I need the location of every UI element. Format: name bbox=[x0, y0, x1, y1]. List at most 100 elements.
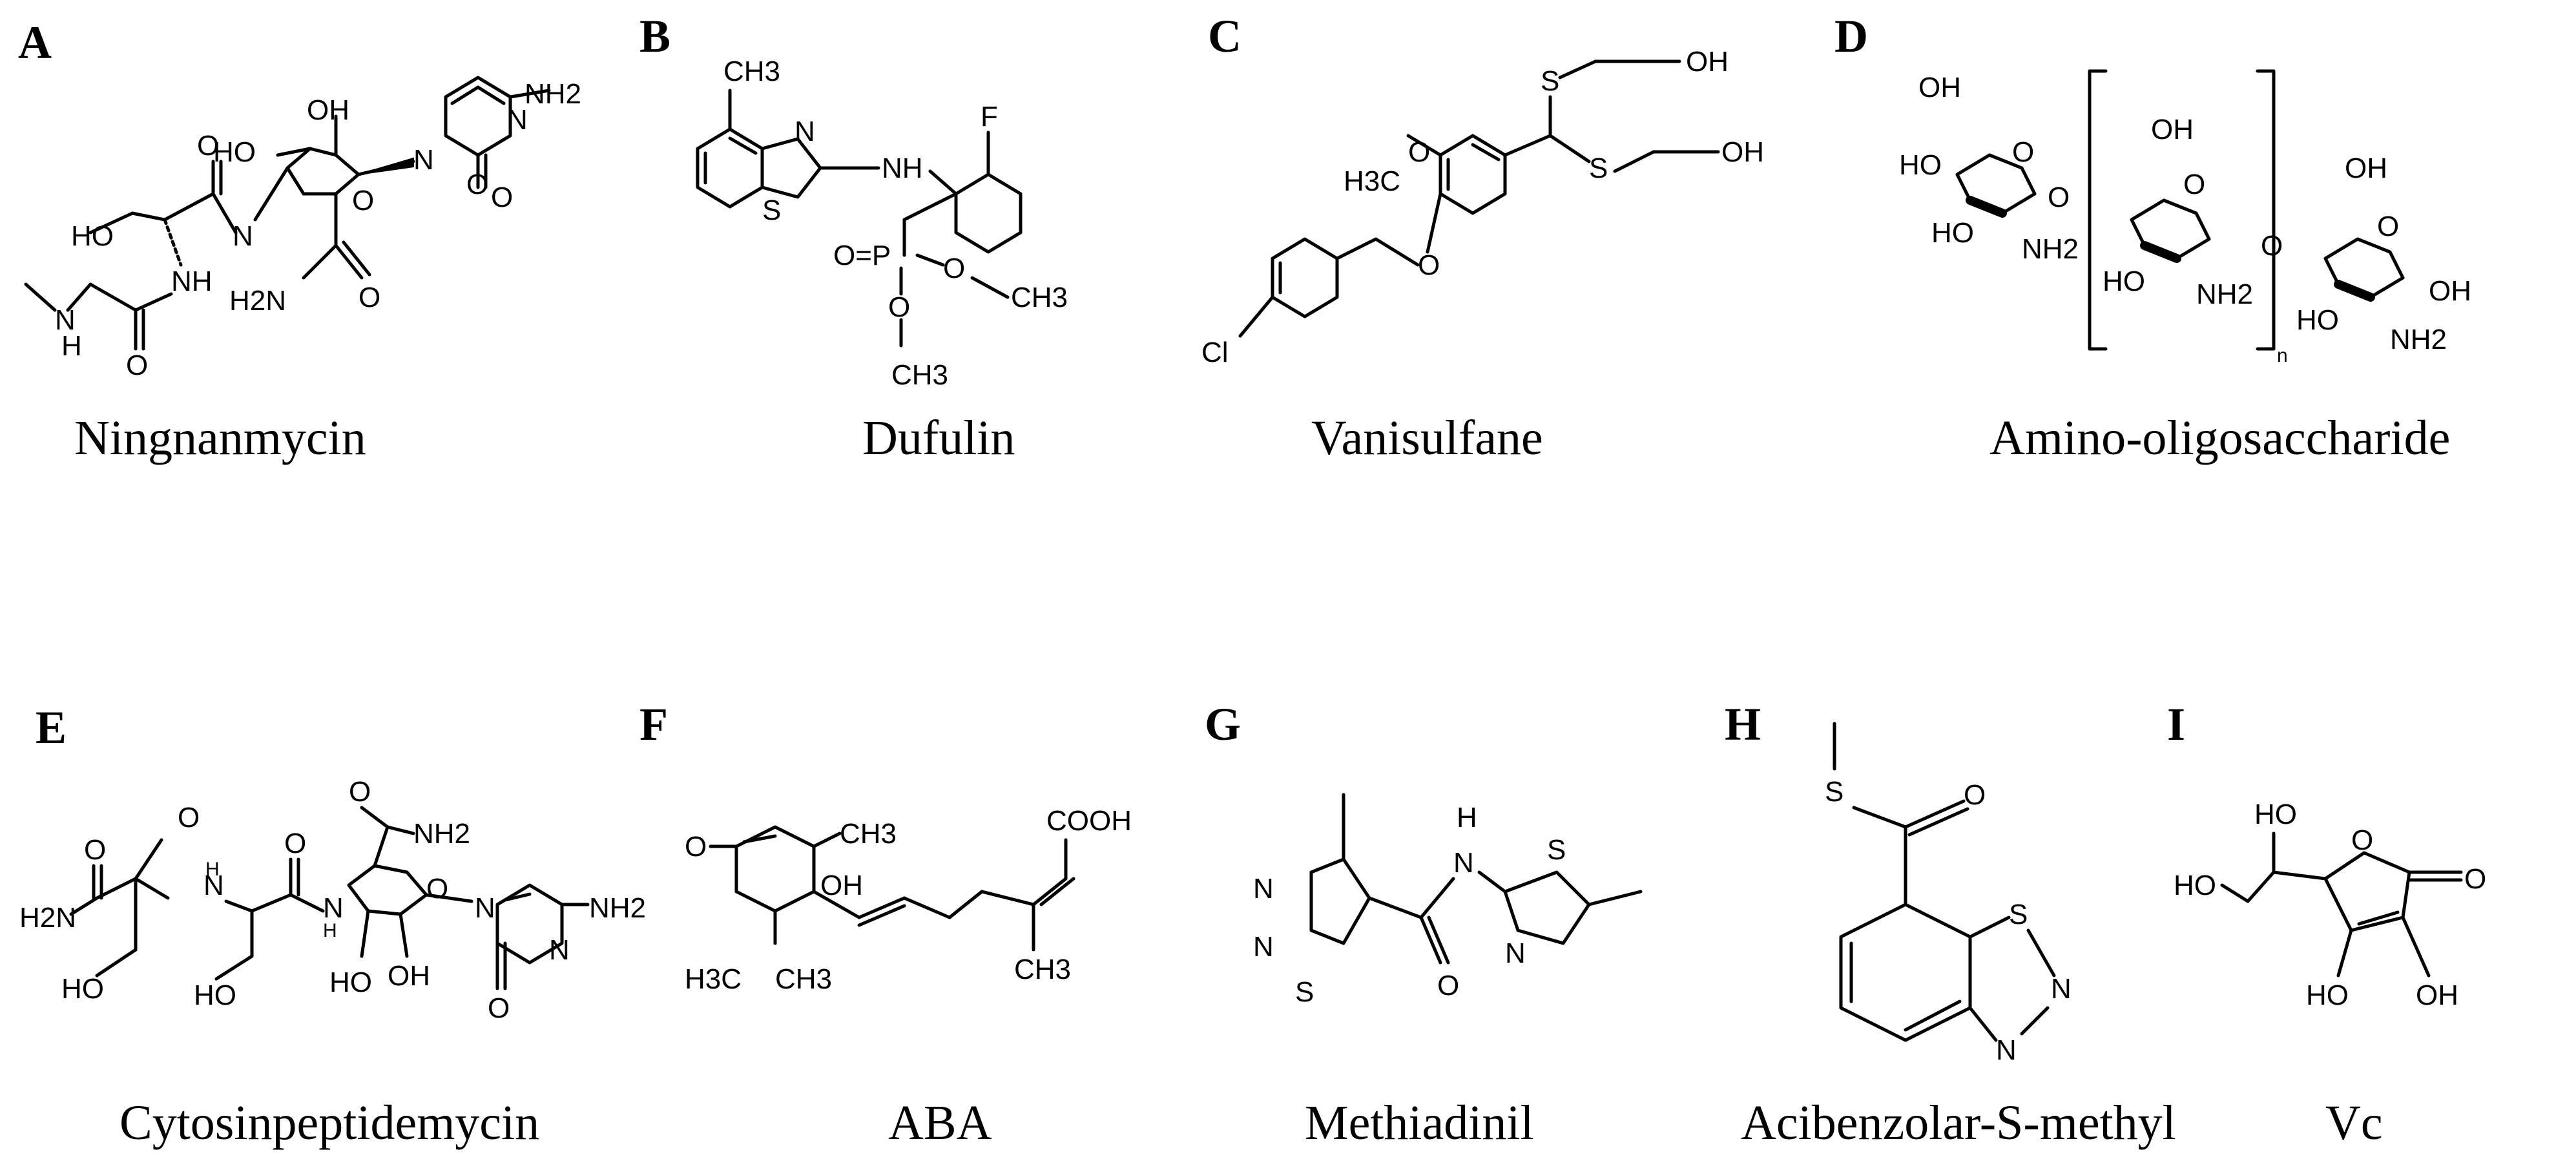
compound-name: Cytosinpeptidemycin bbox=[119, 1096, 540, 1150]
panel-letter: B bbox=[639, 10, 671, 62]
compound-name: Ningnanmycin bbox=[74, 411, 366, 465]
lactone-ring bbox=[2323, 851, 2411, 932]
atom-label: OH bbox=[1686, 46, 1729, 78]
atom-label: OH bbox=[2345, 152, 2387, 184]
atom-label: OH bbox=[307, 94, 349, 126]
atom-label: HO bbox=[1931, 217, 1974, 249]
atom-label: O bbox=[352, 185, 374, 216]
atom-label: HO bbox=[2306, 979, 2349, 1011]
atom-label: OH bbox=[820, 870, 863, 901]
panel-letter: F bbox=[639, 698, 668, 750]
atom-label: Cl bbox=[1201, 337, 1229, 368]
atom-label: NH bbox=[882, 152, 923, 184]
atom-label: NH2 bbox=[589, 892, 646, 924]
atom-label: O bbox=[2012, 136, 2034, 168]
vanisulfane-structure: S OH S OH H3C O O Cl bbox=[1201, 46, 1764, 368]
atom-label: H2N bbox=[229, 285, 286, 317]
atom-label: HO bbox=[194, 979, 236, 1011]
atom-label: OH bbox=[2151, 114, 2194, 145]
ningnanmycin-structure: NH2 OH HO N N O O O H2N O N O bbox=[24, 76, 581, 381]
methiadinil-structure: N N S O H N S N bbox=[1253, 793, 1643, 1008]
compound-name: Methiadinil bbox=[1305, 1096, 1534, 1150]
atom-label: N bbox=[2051, 973, 2072, 1005]
atom-label: S bbox=[1547, 834, 1566, 866]
compound-name: ABA bbox=[888, 1096, 992, 1150]
atom-label: HO bbox=[2174, 870, 2216, 901]
atom-label: n bbox=[2277, 345, 2288, 366]
atom-label: O bbox=[2048, 182, 2070, 213]
atom-label: O bbox=[1408, 136, 1430, 168]
atom-label: CH3 bbox=[840, 818, 897, 850]
atom-label: O bbox=[2261, 230, 2283, 262]
atom-label: H bbox=[205, 859, 220, 880]
atom-label: O bbox=[126, 350, 148, 381]
compound-name: Acibenzolar-S-methyl bbox=[1741, 1096, 2176, 1150]
atom-label: O bbox=[1437, 970, 1459, 1001]
atom-label: H bbox=[61, 330, 82, 362]
compound-name: Amino-oligosaccharide bbox=[1989, 411, 2451, 465]
atom-label: CH3 bbox=[775, 963, 832, 995]
atom-label: O bbox=[2464, 863, 2486, 895]
atom-label: N bbox=[233, 220, 253, 252]
atom-label: O bbox=[358, 282, 380, 313]
compound-name: Dufulin bbox=[862, 411, 1015, 465]
atom-label: N bbox=[413, 144, 434, 176]
acibenzolar-s-methyl-structure: S O S N N bbox=[1825, 722, 2072, 1066]
atom-label: HO bbox=[2254, 799, 2297, 830]
atom-label: N bbox=[507, 104, 528, 136]
atom-label: NH bbox=[171, 266, 213, 297]
atom-label: S bbox=[762, 194, 781, 226]
atom-label: S bbox=[1589, 152, 1608, 184]
atom-label: S bbox=[2009, 899, 2028, 930]
panel-letter: A bbox=[18, 17, 52, 68]
cytosinpeptidemycin-structure: O O H2N HO N H HO O N H bbox=[19, 776, 646, 1024]
atom-label: O bbox=[943, 253, 965, 284]
atom-label: N bbox=[549, 934, 570, 966]
atom-label: H bbox=[323, 920, 337, 941]
atom-label: O bbox=[426, 873, 448, 905]
panel-letter: I bbox=[2167, 698, 2186, 750]
atom-label: HO bbox=[329, 967, 372, 998]
atom-label: O bbox=[2183, 169, 2205, 200]
atom-label: O bbox=[197, 130, 219, 162]
atom-label: O bbox=[466, 169, 488, 200]
thiadiazole-ring bbox=[1309, 857, 1371, 945]
atom-label: N bbox=[203, 870, 224, 901]
thiazole-ring bbox=[1503, 870, 1591, 945]
atom-label: CH3 bbox=[1011, 282, 1068, 313]
panel-letter: E bbox=[36, 702, 67, 753]
atom-label: N bbox=[55, 304, 76, 336]
atom-label: O bbox=[491, 182, 513, 213]
atom-label: S bbox=[1825, 776, 1844, 808]
atom-label: N bbox=[323, 892, 344, 924]
atom-label: CH3 bbox=[891, 359, 948, 391]
atom-label: HO bbox=[61, 973, 104, 1005]
atom-label: O bbox=[284, 828, 306, 859]
atom-label: NH2 bbox=[413, 818, 470, 850]
atom-label: H2N bbox=[19, 902, 76, 934]
atom-label: OH bbox=[1918, 72, 1961, 103]
panel-letter: C bbox=[1208, 10, 1241, 62]
atom-label: S bbox=[1541, 65, 1559, 97]
dufulin-structure: CH3 N S NH F O=P O CH3 O CH3 bbox=[696, 56, 1068, 391]
compound-name: Vanisulfane bbox=[1311, 411, 1543, 465]
atom-label: O bbox=[349, 776, 371, 808]
atom-label: F bbox=[981, 101, 998, 132]
atom-label: CH3 bbox=[1014, 954, 1071, 985]
atom-label: O=P bbox=[833, 240, 891, 271]
panel-letter: H bbox=[1725, 698, 1761, 750]
atom-label: H3C bbox=[1344, 165, 1400, 197]
atom-label: OH bbox=[1721, 136, 1764, 168]
atom-label: CH3 bbox=[723, 56, 780, 87]
atom-label: N bbox=[1996, 1034, 2017, 1066]
atom-label: O bbox=[488, 992, 510, 1024]
atom-label: N bbox=[795, 116, 815, 147]
pyrimidine-ring bbox=[444, 76, 512, 157]
atom-label: H bbox=[1457, 802, 1477, 833]
atom-label: O bbox=[685, 831, 707, 863]
atom-label: HO bbox=[1899, 149, 1942, 181]
atom-label: HO bbox=[2103, 266, 2145, 297]
atom-label: H3C bbox=[685, 963, 742, 995]
atom-label: N bbox=[1253, 873, 1274, 905]
